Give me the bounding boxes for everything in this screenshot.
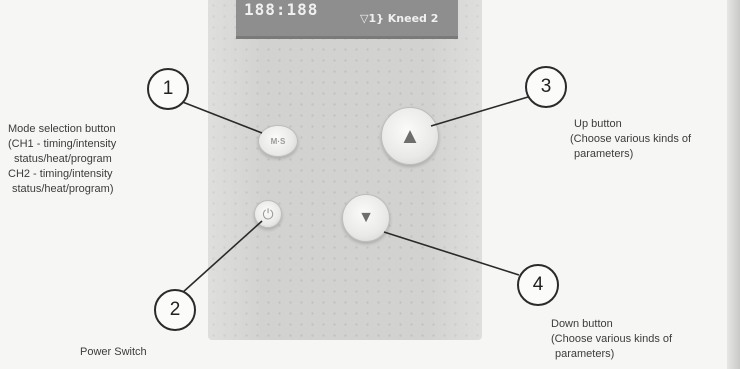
callout-2: 2 (154, 289, 196, 331)
display-digits: 188:188 (244, 0, 319, 19)
power-icon: ⏻ (262, 205, 274, 222)
leader-line-1 (179, 100, 263, 134)
up-button[interactable]: ▲ (381, 107, 439, 165)
label-line: (Choose various kinds of (570, 133, 692, 145)
label-line: Power Switch (80, 346, 147, 358)
label-line: Up button (574, 118, 622, 130)
down-arrow-icon: ▼ (358, 209, 374, 226)
lcd-display: 188:188 ▽1} Kneed 2 (236, 0, 458, 39)
display-status: ▽1} Kneed 2 (360, 12, 439, 25)
leader-line-4 (383, 231, 520, 276)
label-line: (CH1 - timing/intensity (8, 138, 117, 150)
callout-4: 4 (517, 264, 559, 306)
mode-icon: M·S (270, 136, 286, 146)
leader-line-2 (181, 220, 263, 294)
down-button[interactable]: ▼ (342, 194, 390, 242)
label-line: Down button (551, 318, 613, 330)
label-line: parameters) (555, 348, 615, 360)
mode-button-label: Mode selection button (CH1 - timing/inte… (8, 122, 116, 197)
label-line: CH2 - timing/intensity (8, 168, 113, 180)
power-switch-label: Power Switch (80, 345, 147, 360)
leader-line-3 (430, 96, 529, 127)
down-button-label: Down button (Choose various kinds of par… (551, 317, 672, 362)
page-edge (727, 0, 740, 369)
label-line: status/heat/program (14, 153, 112, 165)
callout-1: 1 (147, 68, 189, 110)
up-button-label: Up button (Choose various kinds of param… (570, 117, 691, 162)
label-line: Mode selection button (8, 123, 116, 135)
callout-3: 3 (525, 66, 567, 108)
mode-selection-button[interactable]: M·S (258, 125, 298, 157)
label-line: (Choose various kinds of (551, 333, 673, 345)
panel-shading (208, 0, 482, 340)
label-line: parameters) (574, 148, 634, 160)
label-line: status/heat/program) (12, 183, 114, 195)
control-panel (208, 0, 482, 340)
up-arrow-icon: ▲ (399, 123, 421, 148)
